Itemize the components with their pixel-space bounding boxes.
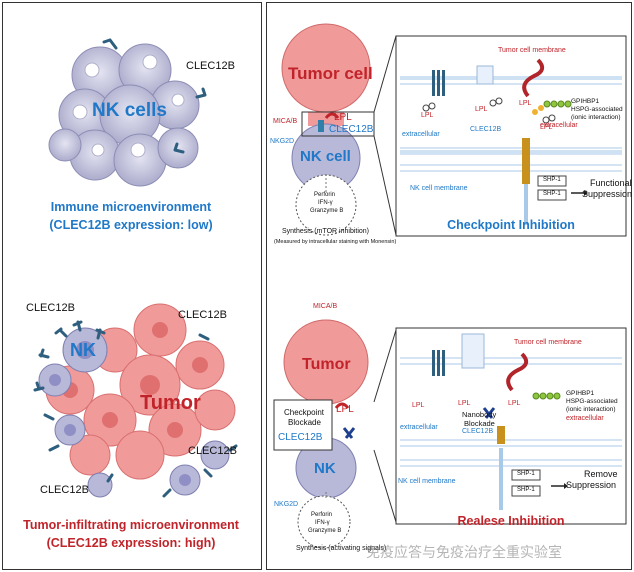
checkpoint-line2-rb: Blockade — [288, 418, 321, 427]
checkpoint-blockade-box — [273, 399, 333, 451]
mica-b-label-rb: MICA/B — [313, 303, 338, 310]
tumor-cell-group — [45, 303, 236, 480]
checkpoint-diagram — [281, 23, 627, 237]
granule-perforin-rb: Perforin — [311, 512, 333, 518]
zoom-lpl-rb-3: LPL — [508, 400, 521, 407]
tumor-label-left: Tumor — [140, 392, 201, 414]
clec12b-label-bl-1: CLEC12B — [26, 302, 75, 314]
immune-caption-line1: Immune microenvironment — [50, 200, 212, 214]
watermark: 免疫应答与免疫治疗全重实验室 — [366, 544, 562, 560]
clec12b-label-rt: CLEC12B — [329, 124, 374, 135]
mica-b-label-rt: MICA/B — [273, 118, 298, 125]
zoom-clec12b-rt: CLEC12B — [470, 126, 502, 133]
zoom-tumor-membrane-rb: Tumor cell membrane — [514, 339, 582, 346]
immune-caption-line2: (CLEC12B expression: low) — [49, 218, 213, 232]
shp1-box-rb-1: SHP-1 — [517, 471, 535, 477]
clec12b-label-bl-3: CLEC12B — [40, 484, 89, 496]
lpl-label-rb: LPL — [336, 404, 354, 415]
lpl-label-rt: LPL — [334, 112, 352, 123]
zoom-extracellular-left-rt: extracellular — [402, 131, 440, 138]
tumor-caption-line2: (CLEC12B expression: high) — [46, 536, 216, 550]
shp1-box-rt-2: SHP-1 — [543, 191, 561, 197]
clec12b-label-top: CLEC12B — [186, 60, 235, 72]
outcome-line2-rb: Suppression — [566, 480, 617, 490]
synthesis-label-rt: Synthesis (mTOR inhibition) — [282, 228, 370, 235]
gpihbp1-line2-rt: HSPG-associated — [571, 106, 623, 113]
nk-cell-label: NK cell — [300, 148, 351, 165]
granule-granzyme-rt: Granzyme B — [310, 208, 344, 214]
outcome-line1-rb: Remove — [584, 469, 618, 479]
release-inhibition-title: Realese Inhibition — [457, 514, 565, 528]
granule-perforin-rt: Perforin — [314, 192, 336, 198]
infiltrating-nk-cells — [38, 327, 230, 498]
tumor-caption-line1: Tumor-infiltrating microenvironment — [23, 518, 239, 532]
granule-ifng-rb: IFN-γ — [315, 520, 330, 526]
zoom-lpl-rt-3: LPL — [519, 100, 532, 107]
clec12b-label-rb: CLEC12B — [278, 432, 323, 443]
nk-cells-label: NK cells — [92, 100, 167, 121]
granule-zoom-circle-rb — [297, 495, 351, 549]
tumor-microenvironment-illustration — [33, 303, 238, 498]
nkg2d-label-rb: NKG2D — [274, 501, 299, 508]
checkpoint-inhibition-title: Checkpoint Inhibition — [447, 218, 575, 232]
zoom-extracellular-right-rb: extracellular — [566, 415, 604, 422]
gpihbp1-line1-rt: GPIHBP1 — [571, 98, 600, 105]
zoom-lpl-rt-2: LPL — [475, 106, 488, 113]
checkpoint-line1-rb: Checkpoint — [284, 408, 325, 417]
clec12b-stalk — [522, 138, 530, 184]
clec12b-receptor-icons — [102, 38, 207, 154]
nanobody-line1: Nanobody — [462, 410, 497, 419]
zoom-lpl-rt-4: LPL — [540, 124, 553, 131]
zoom-clec12b-rb: CLEC12B — [462, 428, 494, 435]
zoom-tumor-membrane-rt: Tumor cell membrane — [498, 47, 566, 54]
gpihbp1-line1-rb: GPIHBP1 — [566, 390, 595, 397]
zoom-extracellular-right-rt: extracellular — [540, 122, 578, 129]
granule-ifng-rt: IFN-γ — [318, 200, 333, 206]
gpihbp1-line2-rb: HSPG-associated — [566, 398, 618, 405]
nk-label-rb: NK — [314, 460, 336, 477]
nk-label-bottom: NK — [70, 340, 96, 360]
gpihbp1-line3-rb: (ionic interaction) — [566, 406, 616, 413]
measured-label-rt: (Measured by intracellular staining with… — [274, 239, 397, 245]
shp1-box-rb-2: SHP-1 — [517, 487, 535, 493]
right-panel-frame — [266, 2, 632, 570]
zoom-lpl-rb-2: LPL — [458, 400, 471, 407]
outcome-line1-rt: Functional — [590, 178, 632, 188]
clec12b-receptor-icons-dense — [33, 320, 238, 498]
zoom-nk-membrane-rt: NK cell membrane — [410, 185, 468, 192]
synthesis-label-rb: Synthesis (activating signals) — [296, 545, 387, 552]
nk-cluster-illustration — [48, 38, 207, 187]
left-panel-frame — [2, 2, 262, 570]
release-diagram — [273, 319, 627, 549]
clec12b-label-bl-2: CLEC12B — [178, 309, 227, 321]
outcome-line2-rt: Suppression — [582, 189, 633, 199]
granule-granzyme-rb: Granzyme B — [308, 528, 342, 534]
tumor-label-rb: Tumor — [302, 356, 351, 373]
nk-cell-group — [48, 43, 200, 187]
zoom-lpl-rt-1: LPL — [421, 112, 434, 119]
tumor-cell-label: Tumor cell — [288, 64, 373, 83]
zoom-nk-membrane-rb: NK cell membrane — [398, 478, 456, 485]
checkpoint-zoom-panel — [395, 35, 627, 237]
nanobody-line2: Blockade — [464, 419, 495, 428]
shp1-box-rt-1: SHP-1 — [543, 177, 561, 183]
gpihbp1-line3-rt: (ionic interaction) — [571, 114, 621, 121]
clec12b-label-bl-4: CLEC12B — [188, 445, 237, 457]
zoom-extracellular-left-rb: extracellular — [400, 424, 438, 431]
zoom-lpl-rb-1: LPL — [412, 402, 425, 409]
nkg2d-label-rt: NKG2D — [270, 138, 295, 145]
